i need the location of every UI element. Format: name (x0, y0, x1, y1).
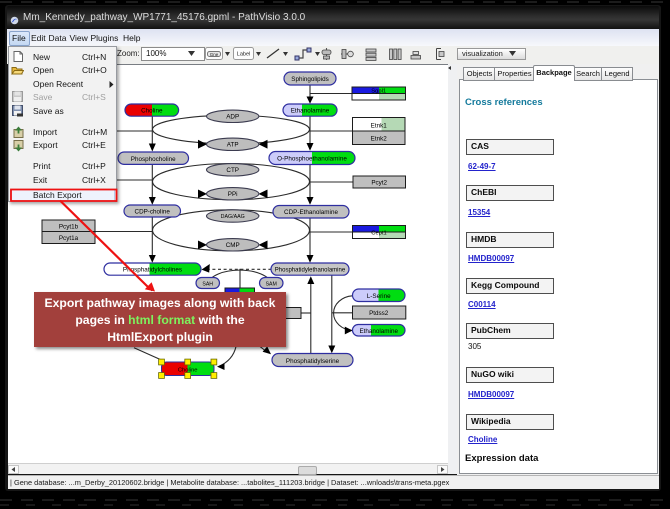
svg-text:ADP: ADP (226, 114, 239, 121)
svg-text:CTP: CTP (226, 167, 239, 174)
svg-text:Cept1: Cept1 (371, 231, 386, 237)
svg-text:CDP-Ethanolamine: CDP-Ethanolamine (284, 209, 338, 216)
svg-text:Sgpl1: Sgpl1 (371, 89, 386, 95)
svg-text:Ptdss2: Ptdss2 (369, 310, 389, 317)
svg-text:ATP: ATP (227, 142, 239, 149)
svg-text:Choline: Choline (141, 108, 163, 115)
svg-text:Pcyt2: Pcyt2 (371, 180, 387, 187)
svg-text:L-Serine: L-Serine (367, 293, 391, 300)
svg-text:Phosphatidylethanolamine: Phosphatidylethanolamine (275, 267, 346, 273)
svg-text:Etnk1: Etnk1 (371, 123, 388, 130)
svg-text:Label: Label (237, 52, 250, 58)
svg-text:Gne: Gne (210, 52, 219, 57)
svg-text:Sphingolipids: Sphingolipids (291, 76, 328, 83)
svg-text:Ethanolamine: Ethanolamine (359, 328, 398, 335)
svg-text:PPi: PPi (228, 191, 238, 198)
svg-text:Pcyt1b: Pcyt1b (59, 224, 79, 231)
svg-text:CMP: CMP (226, 242, 240, 249)
svg-text:DAG/AAG: DAG/AAG (221, 214, 245, 220)
svg-text:O-Phosphoethanolamine: O-Phosphoethanolamine (277, 156, 347, 163)
svg-text:SAH: SAH (202, 281, 213, 287)
svg-text:SAM: SAM (266, 281, 277, 287)
svg-text:Choline: Choline (178, 367, 198, 373)
svg-text:Pcyt1a: Pcyt1a (59, 235, 79, 242)
svg-text:Ethanolamine: Ethanolamine (291, 108, 330, 115)
svg-text:Phosphatidylcholines: Phosphatidylcholines (123, 266, 182, 273)
svg-text:Phosphocholine: Phosphocholine (131, 156, 176, 163)
svg-text:Phosphatidylserine: Phosphatidylserine (286, 358, 340, 365)
svg-text:CDP-choline: CDP-choline (135, 209, 171, 216)
svg-text:Etnk2: Etnk2 (371, 136, 388, 143)
